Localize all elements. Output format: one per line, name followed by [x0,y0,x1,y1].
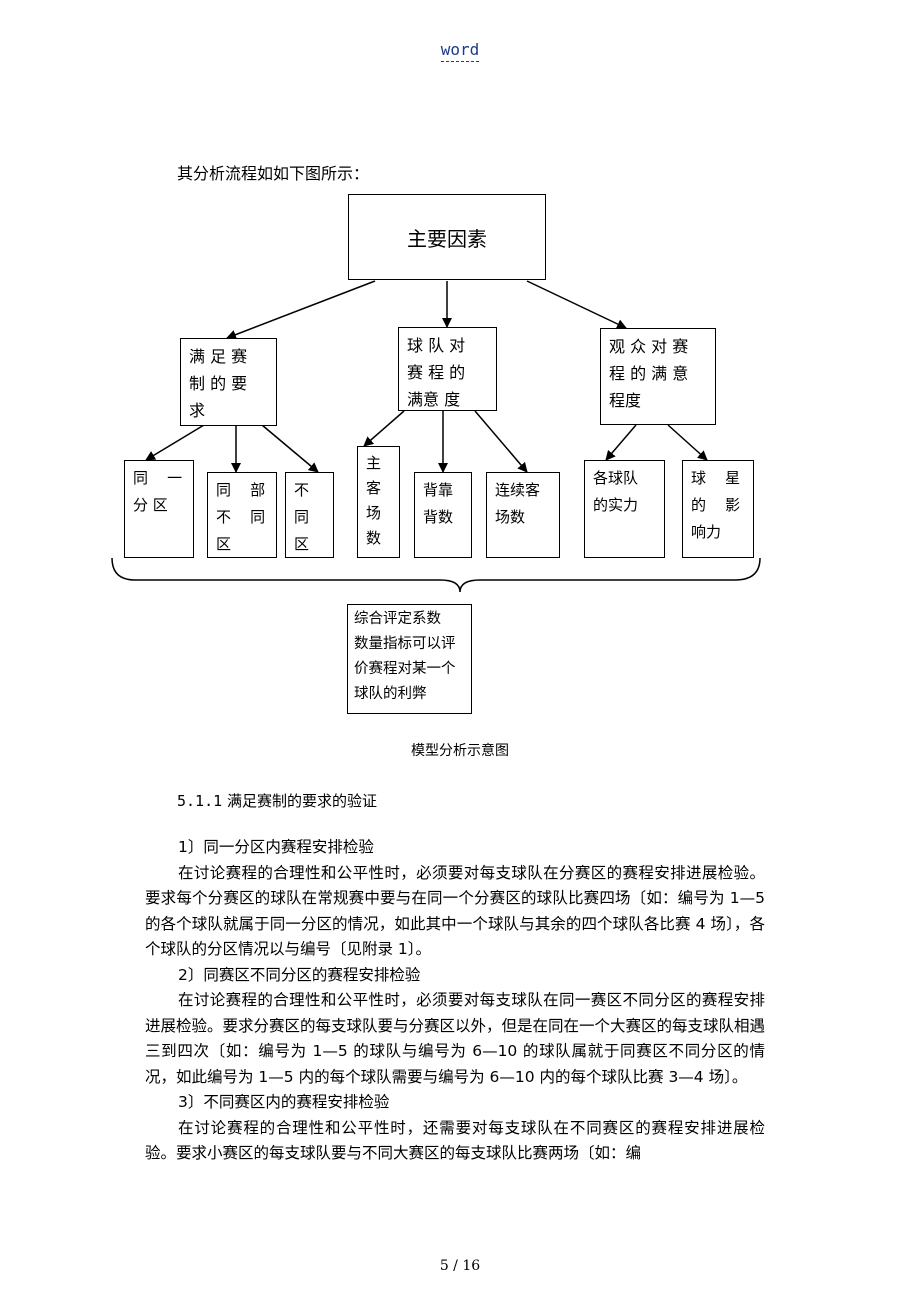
arrow-req-to-same [145,424,205,461]
arrow-team-to-away [474,410,528,473]
page-header: word [0,40,920,62]
arrow-aud-to-strength [605,424,637,461]
header-word: word [440,40,480,62]
box-back-to-back: 背靠 背数 [414,472,472,558]
arrow-root-to-req [226,280,376,340]
subheading-1: 1〕同一分区内赛程安排检验 [178,838,374,856]
section-number: 5.1.1 [177,792,223,810]
body-text: 1〕同一分区内赛程安排检验 在讨论赛程的合理性和公平性时，必须要对每支球队在分赛… [145,835,765,1167]
box-diff-zone: 不 同 区 [285,472,334,558]
box-result: 综合评定系数 数量指标可以评 价赛程对某一个 球队的利弊 [347,604,472,714]
paragraph-3: 在讨论赛程的合理性和公平性时，还需要对每支球队在不同赛区的赛程安排进展检验。要求… [145,1118,765,1163]
box-home-away-count: 主 客 场 数 [357,446,400,558]
arrow-team-to-home [363,410,405,447]
section-heading: 5.1.1 满足赛制的要求的验证 [177,790,377,811]
intro-text: 其分析流程如如下图所示： [177,164,370,183]
box-diff-subdivision: 同 部 不 同 区 [207,472,277,558]
box-team-strength: 各球队 的实力 [584,460,665,558]
paragraph-2: 在讨论赛程的合理性和公平性时，必须要对每支球队在同一赛区不同分区的赛程安排进展检… [145,991,766,1086]
subheading-2: 2〕同赛区不同分区的赛程安排检验 [178,965,421,984]
subheading-3: 3〕不同赛区内的赛程安排检验 [178,1093,390,1111]
box-audience-satisfaction: 观 众 对 赛 程 的 满 意 程度 [600,328,716,425]
box-consecutive-away: 连续客 场数 [486,472,560,558]
section-title: 满足赛制的要求的验证 [226,792,377,810]
page-number: 5 / 16 [439,1258,481,1274]
box-requirements: 满 足 赛 制 的 要 求 [180,338,277,426]
paragraph-1: 在讨论赛程的合理性和公平性时，必须要对每支球队在分赛区的赛程安排进展检验。要求每… [145,863,765,959]
box-same-division: 同 一 分 区 [124,460,194,558]
brace [111,557,761,593]
arrow-req-to-diffzone [261,424,319,473]
arrow-aud-to-star [667,424,708,461]
box-star-influence: 球 星 的 影 响力 [682,460,754,558]
root-label: 主要因素 [407,226,487,251]
arrow-root-to-audience [526,280,627,329]
box-team-satisfaction: 球 队 对 赛 程 的 满意 度 [398,327,497,411]
flow-diagram [111,280,761,593]
root-box: 主要因素 [348,194,546,280]
figure-caption: 模型分析示意图 [411,743,509,759]
